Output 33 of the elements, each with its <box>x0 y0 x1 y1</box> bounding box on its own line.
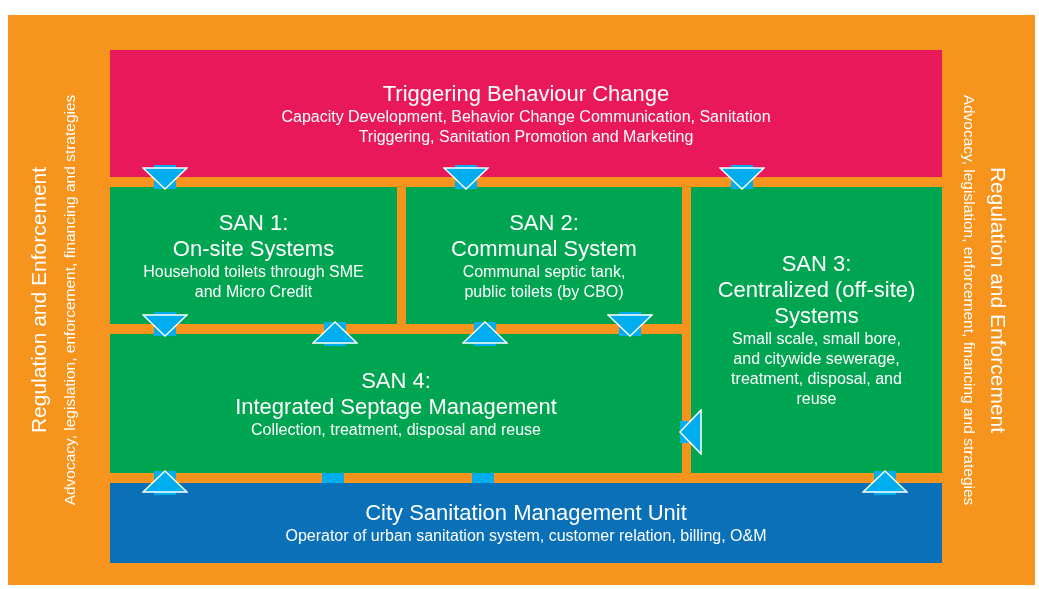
box-title: SAN 4: Integrated Septage Management <box>235 367 557 420</box>
block-arrow <box>719 165 765 190</box>
box-title: Triggering Behaviour Change <box>382 80 670 107</box>
box-description: Operator of urban sanitation system, customer relation, billing, O&M <box>285 526 767 546</box>
box-title: City Sanitation Management Unit <box>365 500 687 526</box>
box-title: SAN 1: On-site Systems <box>172 209 335 262</box>
process-box <box>691 187 942 473</box>
block-arrow <box>142 312 188 337</box>
box-title: SAN 2: Communal System <box>451 209 637 262</box>
box-description: Collection, treatment, disposal and reuse <box>251 419 541 440</box>
side-note: Advocacy, legislation, enforcement, financing and strategies <box>59 94 79 506</box>
block-arrow <box>142 470 188 495</box>
block-arrow <box>312 321 358 346</box>
side-title: Regulation and Enforcement <box>985 166 1011 434</box>
box-description: Capacity Development, Behavior Change Communication, Sanitation Triggering, Sanitation Promotion and Marketing <box>280 106 772 147</box>
connector-bar <box>322 473 344 483</box>
box-description: Communal septic tank, public toilets (by CBO) <box>461 261 627 302</box>
side-title: Regulation and Enforcement <box>26 166 52 434</box>
box-description: Small scale, small bore, and citywide sewerage, treatment, disposal, and reuse <box>730 329 903 409</box>
process-box <box>110 187 397 324</box>
block-arrow <box>142 165 188 190</box>
block-arrow <box>679 409 702 455</box>
block-arrow <box>862 470 908 495</box>
process-box <box>406 187 682 324</box>
connector-bar <box>472 473 494 483</box>
side-note: Advocacy, legislation, enforcement, financing and strategies <box>960 94 980 506</box>
block-arrow <box>443 165 489 190</box>
footer-box <box>110 483 942 563</box>
block-arrow <box>462 321 508 346</box>
process-box <box>110 334 682 473</box>
banner-box <box>110 50 942 177</box>
box-title: SAN 3: Centralized (off-site) Systems <box>716 251 917 329</box>
box-description: Household toilets through SME and Micro Credit <box>142 261 365 302</box>
